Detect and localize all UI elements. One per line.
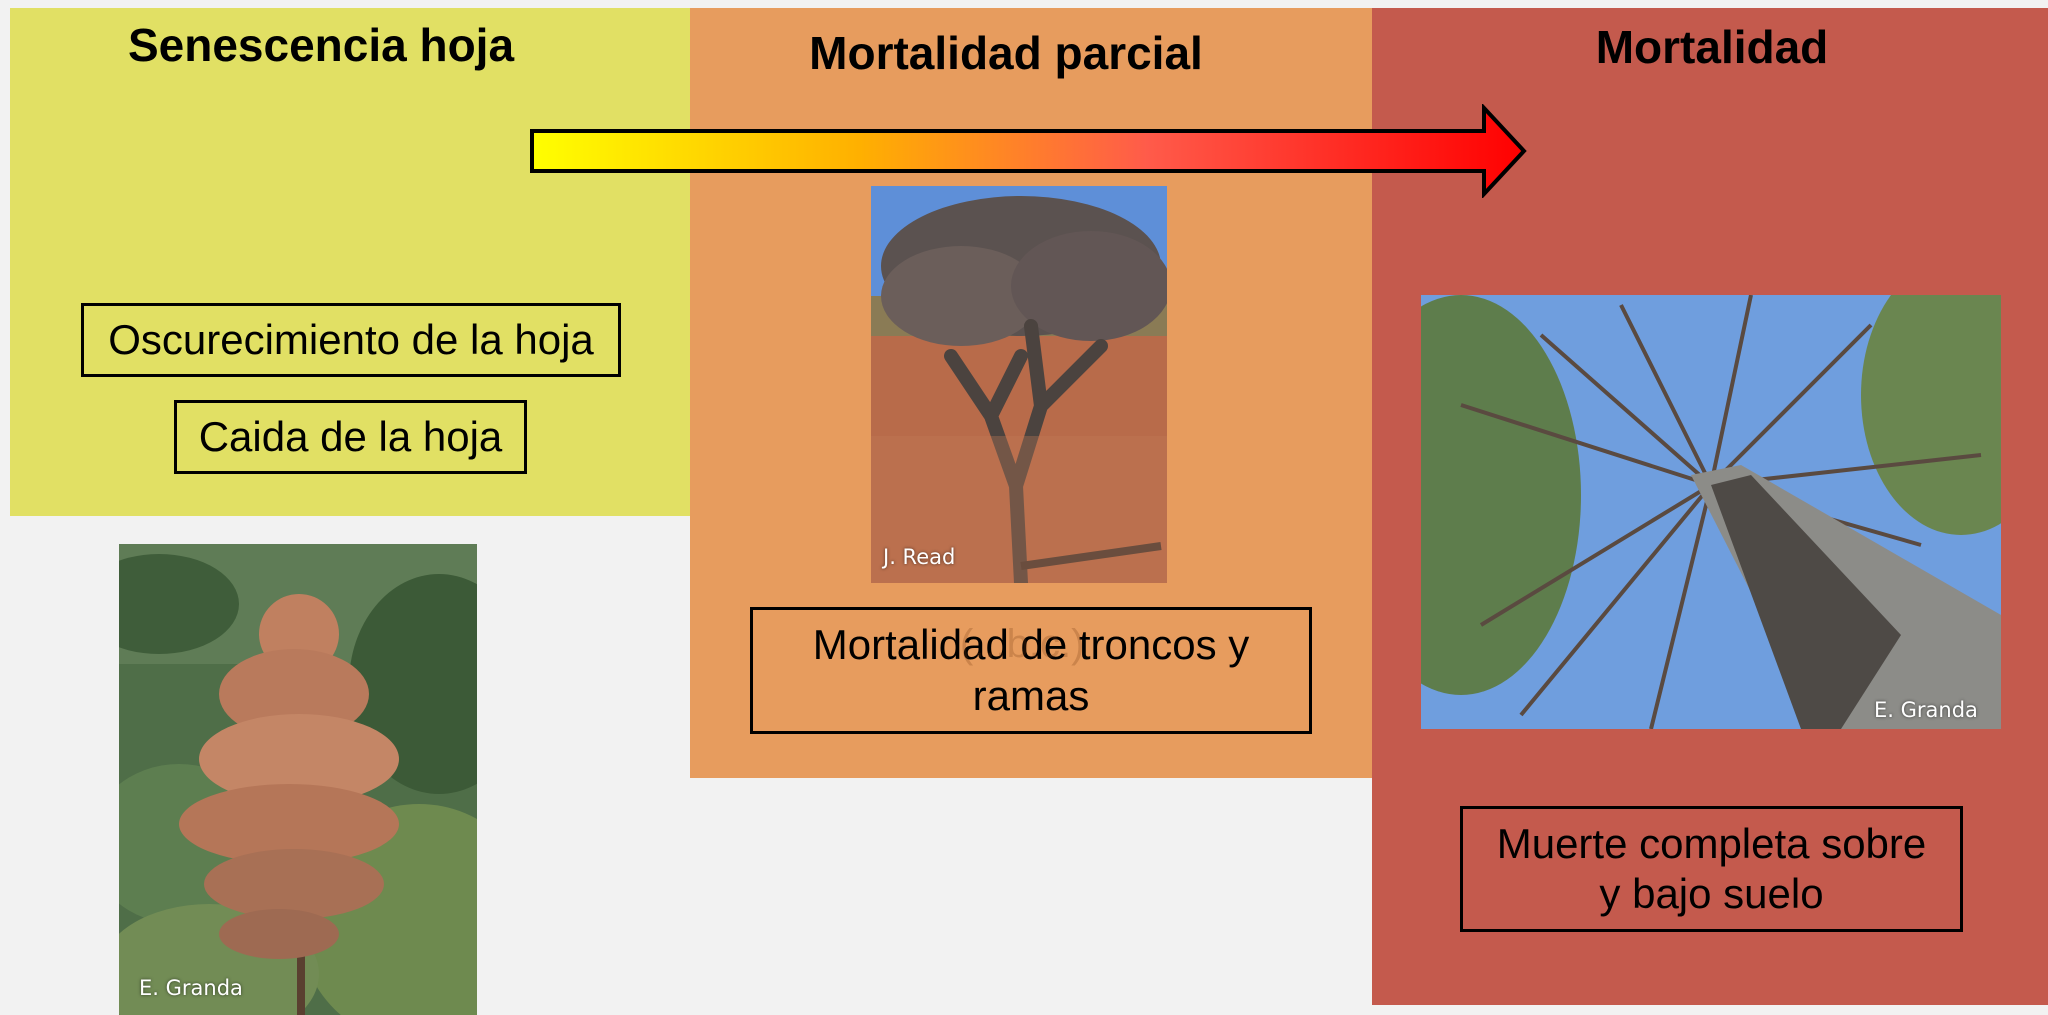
label-caida: Caida de la hoja [198, 412, 503, 460]
label-box-oscurecimiento: Oscurecimiento de la hoja [81, 303, 621, 377]
stage-title-senescencia: Senescencia hoja [127, 19, 515, 71]
photo-pine-senescence [119, 544, 477, 1015]
label-box-troncos-ramas: Mortalidad de troncos y ramas [750, 607, 1312, 734]
stage-title-mortalidad-parcial: Mortalidad parcial [809, 27, 1203, 79]
photo-credit-3: E. Granda [1874, 698, 1978, 722]
label-troncos-ramas: Mortalidad de troncos y ramas [812, 621, 1250, 719]
stage-panel-senescencia [10, 8, 690, 516]
label-box-caida: Caida de la hoja [174, 400, 527, 474]
progression-arrow [530, 104, 1527, 198]
label-oscurecimiento: Oscurecimiento de la hoja [108, 315, 594, 363]
photo-credit-1: E. Granda [139, 976, 243, 1000]
label-muerte-completa: Muerte completa sobre y bajo suelo [1496, 819, 1927, 917]
faint-overlay-text: (...b.c.) [960, 622, 1085, 666]
photo-credit-2: J. Read [883, 545, 956, 569]
photo-dead-tree [1421, 295, 2001, 729]
stage-title-mortalidad: Mortalidad [1595, 21, 1829, 73]
label-box-muerte-completa: Muerte completa sobre y bajo suelo [1460, 806, 1963, 932]
photo-shrub-partial-mortality [871, 186, 1167, 583]
